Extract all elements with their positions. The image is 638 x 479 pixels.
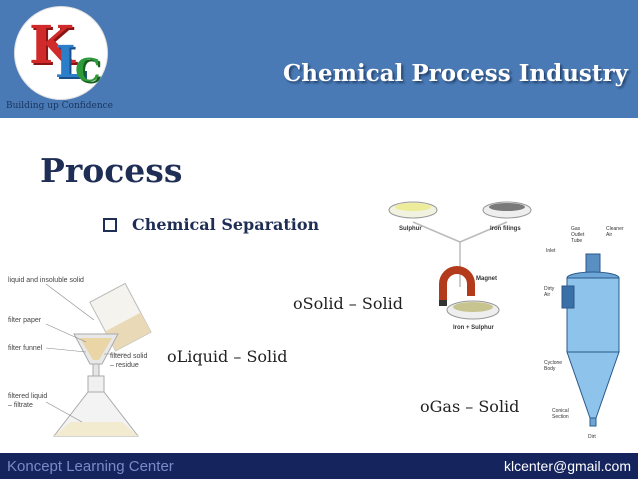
label-tube: Tube — [571, 238, 582, 244]
label-section: Section — [552, 414, 569, 420]
label-conical: Conical — [552, 408, 569, 414]
label-filter-paper: filter paper — [8, 317, 42, 324]
item-marker: o — [293, 294, 303, 313]
label-residue: – residue — [110, 362, 139, 369]
label-iron-sulphur: Iron + Sulphur — [453, 325, 494, 331]
footer-org-name: Koncept Learning Center — [7, 458, 174, 475]
item-liquid-solid: oLiquid – Solid — [167, 347, 288, 366]
item-marker: o — [420, 397, 430, 416]
magnet-icon — [439, 266, 475, 306]
cyclone-separator-diagram: Gas Outlet Tube Cleaner Air Inlet Dirty … — [544, 226, 624, 440]
label-dirt: Dirt — [588, 434, 596, 440]
label-sulphur: Sulphur — [399, 226, 422, 232]
header-bar: K L C Building up Confidence Chemical Pr… — [0, 0, 638, 118]
logo-letter-c: C — [75, 51, 101, 89]
label-air-dirty: Air — [544, 292, 550, 298]
item-text: Liquid – Solid — [176, 347, 288, 366]
logo: K L C — [14, 6, 108, 100]
beaker-icon — [89, 282, 152, 352]
label-liquid-insoluble: liquid and insoluble solid — [8, 277, 84, 284]
label-filtered-solid: filtered solid — [110, 353, 147, 360]
logo-letter-l: L — [55, 37, 86, 88]
item-gas-solid: oGas – Solid — [420, 397, 519, 416]
filtration-diagram: liquid and insoluble solid filter paper … — [8, 277, 152, 437]
slide-heading: Process — [40, 151, 183, 190]
flask-icon — [52, 375, 140, 437]
cyclone-body-icon — [561, 253, 620, 427]
label-iron-filings: Iron filings — [490, 226, 521, 232]
label-body: Body — [544, 366, 556, 372]
mixture-dish-icon — [446, 300, 500, 320]
iron-filings-dish-icon — [482, 201, 532, 219]
label-cleaner: Cleaner — [606, 226, 624, 232]
item-solid-solid: oSolid – Solid — [293, 294, 403, 313]
label-dirty: Dirty — [544, 286, 555, 292]
label-air-clean: Air — [606, 232, 612, 238]
footer-email: klcenter@gmail.com — [503, 458, 631, 474]
header-title: Chemical Process Industry — [282, 60, 628, 87]
label-cyclone: Cyclone — [544, 360, 562, 366]
label-inlet: Inlet — [546, 248, 556, 254]
label-filter-funnel: filter funnel — [8, 345, 43, 352]
checkbox-bullet-icon — [103, 218, 117, 232]
item-text: Solid – Solid — [302, 294, 403, 313]
item-text: Gas – Solid — [429, 397, 520, 416]
label-outlet: Outlet — [571, 232, 585, 238]
bullet-chemical-separation: Chemical Separation — [132, 215, 320, 234]
label-filtrate: – filtrate — [8, 402, 33, 409]
logo-tagline: Building up Confidence — [6, 101, 113, 111]
sulphur-dish-icon — [388, 201, 438, 219]
magnet-separation-diagram: Sulphur Iron filings Magnet Iron + Sulph… — [388, 201, 532, 331]
logo-letter-k: K — [29, 15, 75, 76]
label-gas: Gas — [571, 226, 581, 232]
label-filtered-liquid: filtered liquid — [8, 393, 47, 400]
footer-bar: Koncept Learning Center klcenter@gmail.c… — [0, 453, 638, 479]
label-magnet: Magnet — [476, 276, 497, 282]
item-marker: o — [167, 347, 177, 366]
